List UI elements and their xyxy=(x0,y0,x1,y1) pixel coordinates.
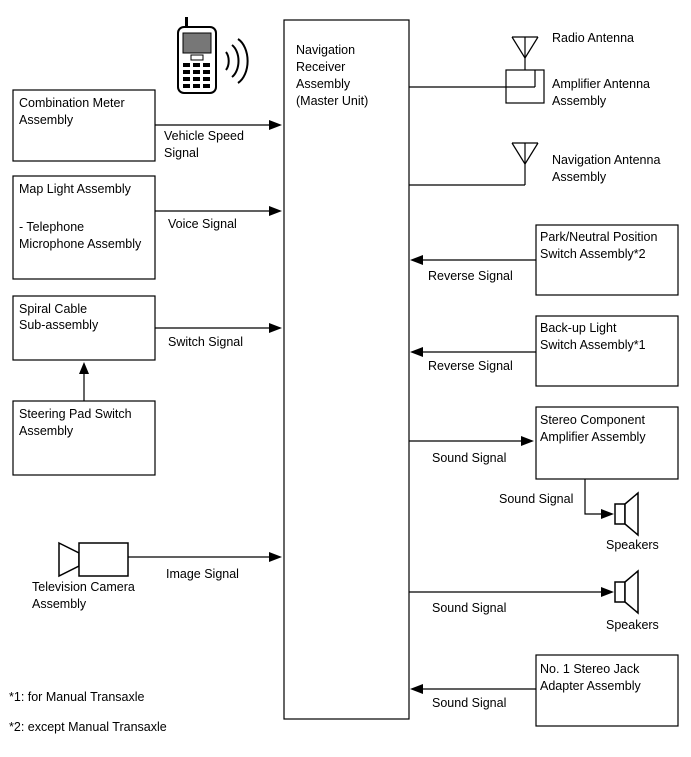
master-unit-box xyxy=(283,19,410,720)
steering-pad-switch-label: Steering Pad Switch Assembly xyxy=(19,407,135,438)
navigation-antenna-label: Navigation Antenna Assembly xyxy=(552,153,664,184)
stereo-component-amplifier-label: Stereo Component Amplifier Assembly xyxy=(540,413,648,444)
stereo-jack-adapter-box xyxy=(535,654,679,727)
amp-to-speaker-arrow xyxy=(584,479,614,519)
image-signal-arrow xyxy=(128,552,282,562)
radio-antenna-label: Radio Antenna xyxy=(552,31,634,45)
speakers-label-1: Speakers xyxy=(606,538,659,552)
map-light-box xyxy=(12,175,156,280)
reverse-signal-label-1: Reverse Signal xyxy=(428,269,513,283)
sound-signal-label-3: Sound Signal xyxy=(432,696,506,710)
combination-meter-label: Combination Meter Assembly xyxy=(19,96,128,127)
map-light-label: Map Light Assembly - Telephone Microphon… xyxy=(19,182,142,251)
voice-signal-arrow xyxy=(155,206,282,216)
radio-antenna-icon xyxy=(511,36,539,70)
sound-signal-label-amp-speaker: Sound Signal xyxy=(499,492,573,506)
steering-pad-switch-box xyxy=(12,400,156,476)
television-camera-icon xyxy=(58,541,129,578)
steering-to-spiral-arrow xyxy=(79,362,89,401)
sound-signal-arrow-1 xyxy=(409,436,534,446)
stereo-component-amplifier-box xyxy=(535,406,679,480)
vehicle-speed-signal-label: Vehicle Speed Signal xyxy=(164,129,247,160)
combination-meter-box xyxy=(12,89,156,162)
speaker-icon-2 xyxy=(614,569,639,615)
sound-signal-arrow-2 xyxy=(409,587,614,597)
master-unit-label: Navigation Receiver Assembly (Master Uni… xyxy=(296,43,368,108)
navigation-antenna-icon xyxy=(409,142,539,186)
vehicle-speed-signal-arrow xyxy=(155,120,282,130)
amplifier-antenna-label: Amplifier Antenna Assembly xyxy=(552,77,653,108)
park-neutral-switch-label: Park/Neutral Position Switch Assembly*2 xyxy=(540,230,661,261)
backup-light-switch-label: Back-up Light Switch Assembly*1 xyxy=(540,321,646,352)
wireless-signal-icon xyxy=(225,38,249,84)
reverse-signal-arrow-2 xyxy=(410,347,536,357)
stereo-jack-adapter-label: No. 1 Stereo Jack Adapter Assembly xyxy=(540,662,643,693)
park-neutral-switch-box xyxy=(535,224,679,296)
footnote-1: *1: for Manual Transaxle xyxy=(9,690,145,704)
reverse-signal-label-2: Reverse Signal xyxy=(428,359,513,373)
sound-signal-label-2: Sound Signal xyxy=(432,601,506,615)
speakers-label-2: Speakers xyxy=(606,618,659,632)
reverse-signal-arrow-1 xyxy=(410,255,536,265)
cellular-phone-icon xyxy=(177,17,217,94)
switch-signal-label: Switch Signal xyxy=(168,335,243,349)
television-camera-label: Television Camera Assembly xyxy=(32,580,138,611)
switch-signal-arrow xyxy=(155,323,282,333)
sound-signal-arrow-3 xyxy=(410,684,536,694)
speaker-icon-1 xyxy=(614,491,639,537)
footnote-2: *2: except Manual Transaxle xyxy=(9,720,167,734)
spiral-cable-box xyxy=(12,295,156,361)
sound-signal-label-1: Sound Signal xyxy=(432,451,506,465)
backup-light-switch-box xyxy=(535,315,679,387)
voice-signal-label: Voice Signal xyxy=(168,217,237,231)
image-signal-label: Image Signal xyxy=(166,567,239,581)
spiral-cable-label: Spiral Cable Sub-assembly xyxy=(19,302,99,332)
